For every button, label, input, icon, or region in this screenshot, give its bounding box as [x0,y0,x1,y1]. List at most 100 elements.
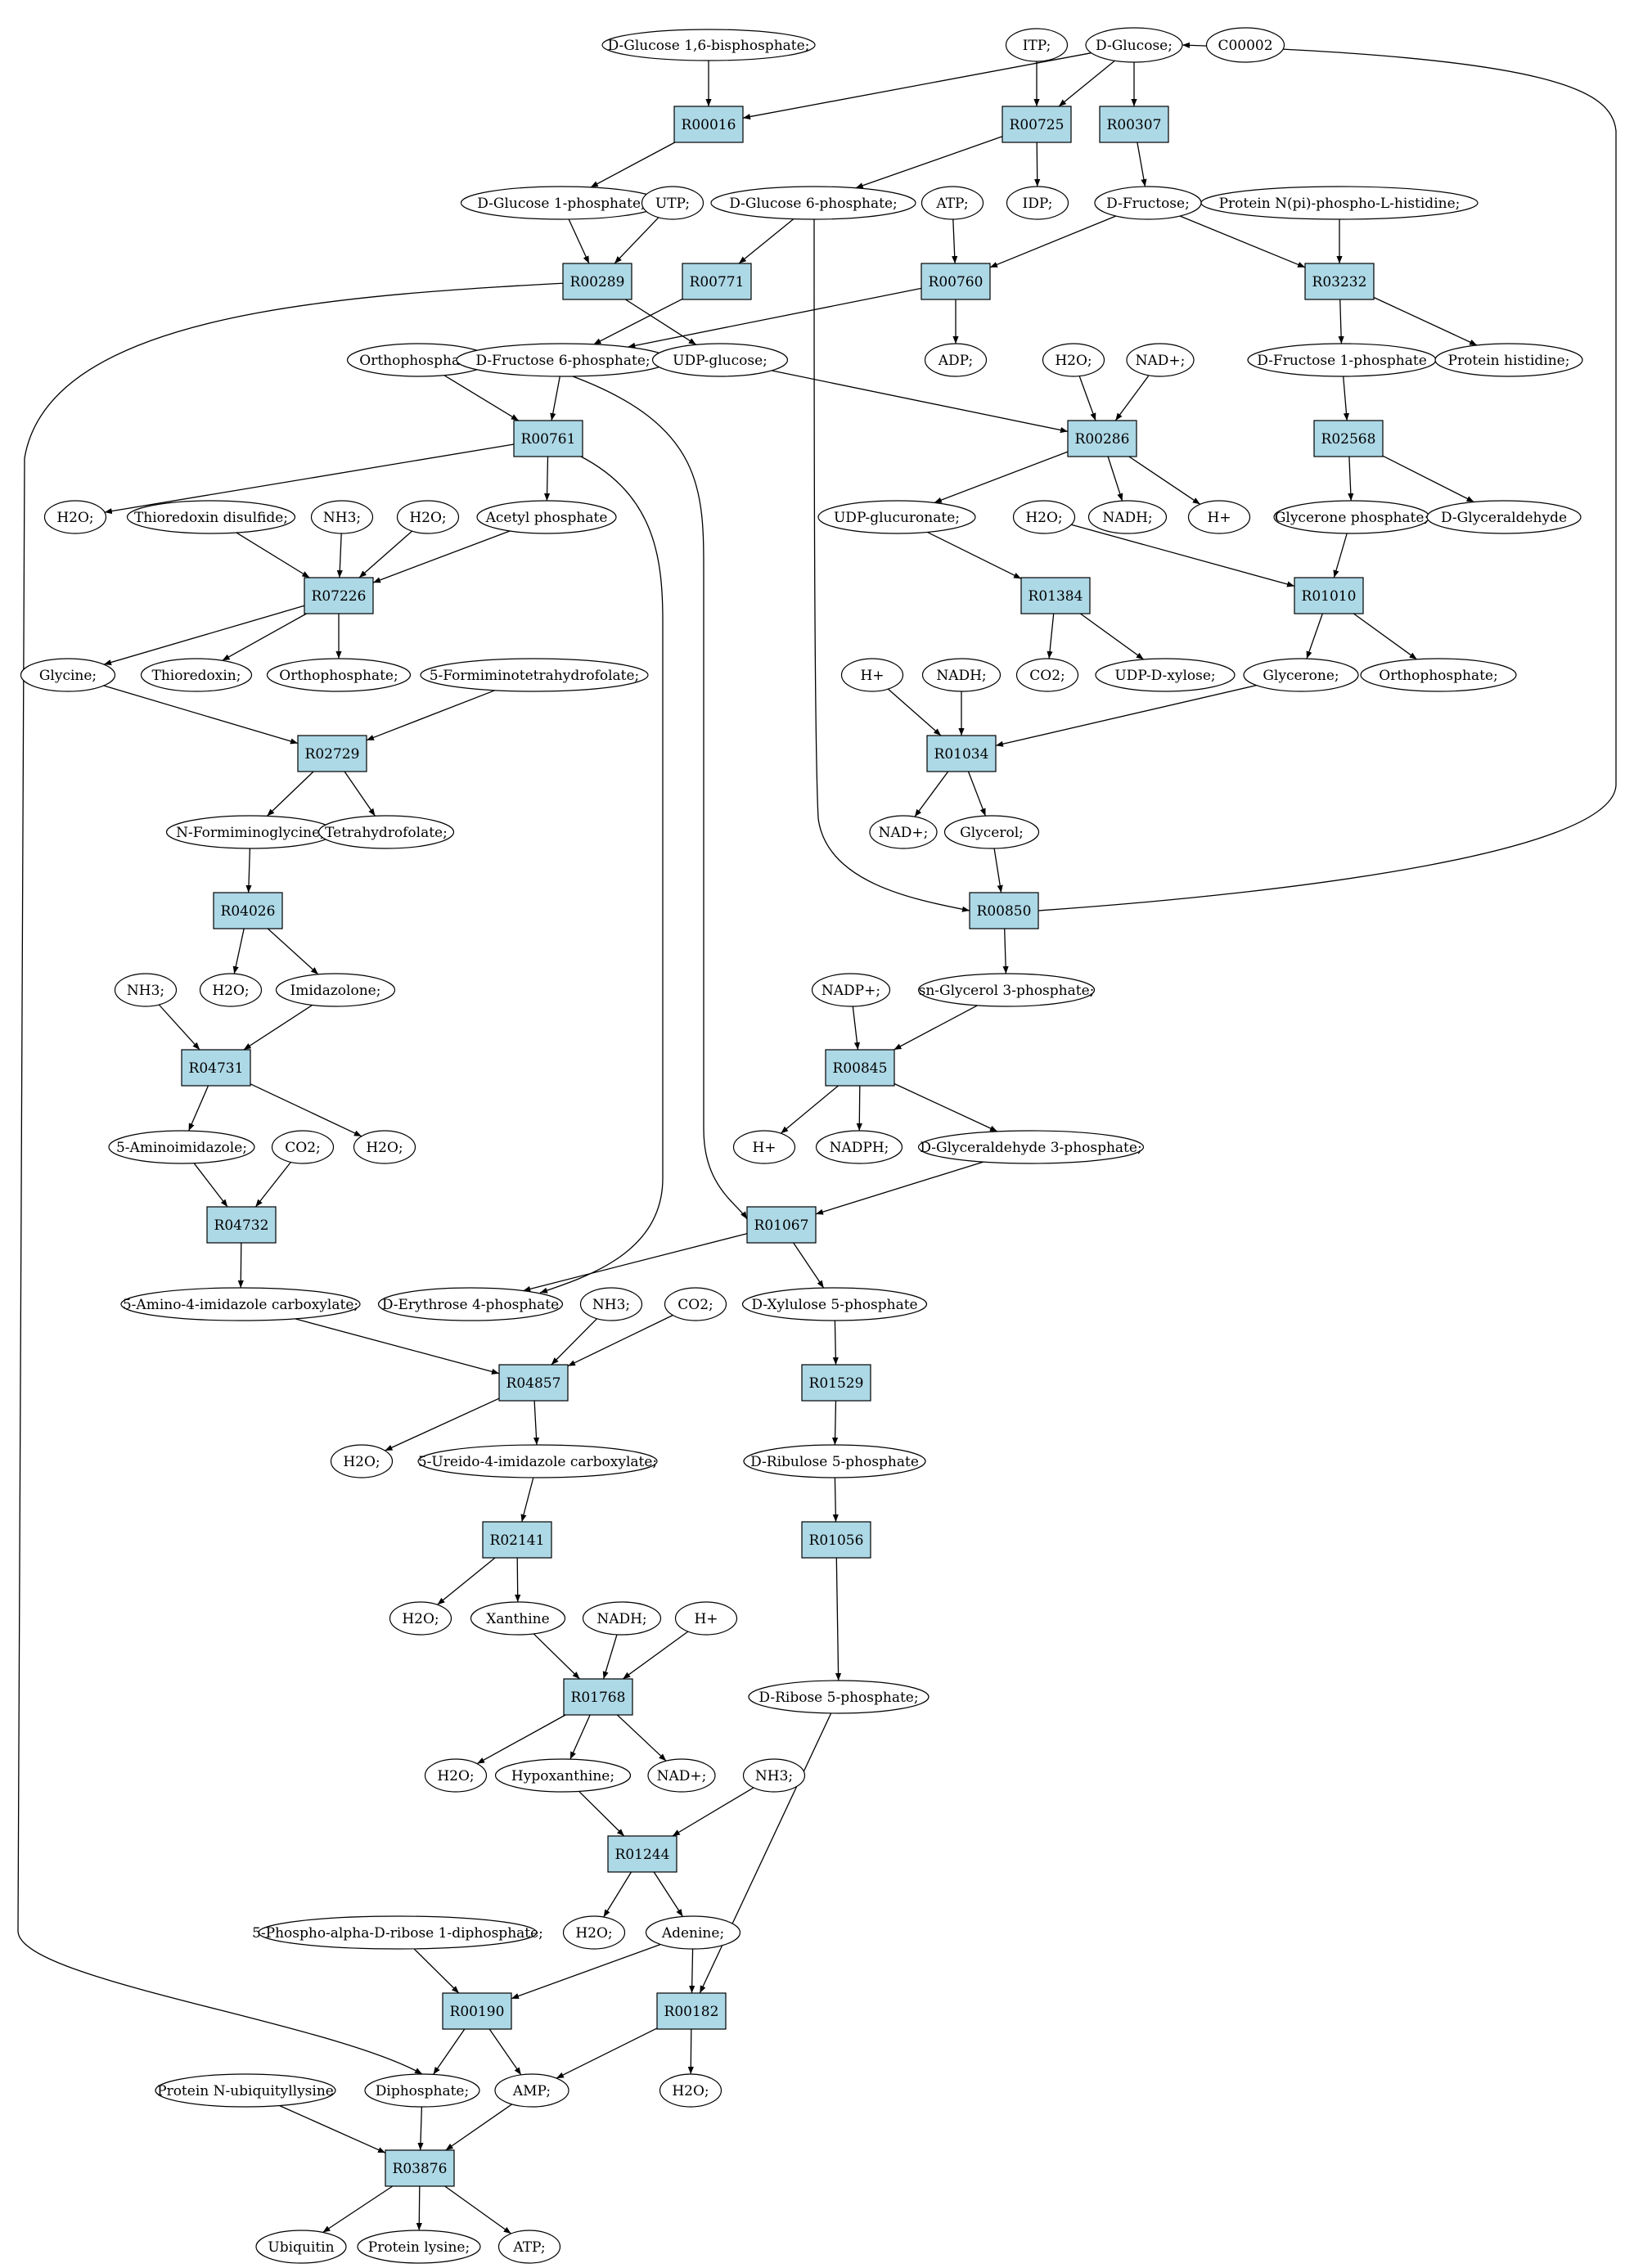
compound-node-c-h2o-g[interactable]: H2O; [330,1444,394,1478]
compound-node-c-h2o-a[interactable]: H2O; [1042,343,1105,377]
compound-node-c-thiods[interactable]: Thioredoxin disulfide; [126,500,296,534]
reaction-node-r-r00016[interactable]: R00016 [673,106,744,143]
reaction-node-r-r07226[interactable]: R07226 [304,577,374,614]
compound-node-c-e4p[interactable]: D-Erythrose 4-phosphate [377,1287,564,1321]
compound-node-c-dglyald[interactable]: D-Glyceraldehyde [1426,500,1582,534]
compound-node-c-nadph[interactable]: NADPH; [815,1130,903,1164]
compound-node-c-nadh-a[interactable]: NADH; [1087,500,1168,534]
compound-node-c-hplus-d[interactable]: H+ [674,1601,738,1636]
reaction-node-r-r00850[interactable]: R00850 [969,892,1039,929]
compound-node-c-xanthine[interactable]: Xanthine [470,1601,566,1636]
compound-node-c-nh3-d[interactable]: NH3; [742,1758,806,1793]
compound-node-c-co2-a[interactable]: CO2; [1015,658,1079,692]
compound-node-c-hplus-c[interactable]: H+ [732,1130,796,1164]
compound-node-c-co2-b[interactable]: CO2; [271,1130,335,1164]
compound-node-c-udpglcur[interactable]: UDP-glucuronate; [817,500,976,534]
compound-node-c-hplus-b[interactable]: H+ [840,658,904,692]
compound-node-c-protnub[interactable]: Protein N-ubiquityllysine [155,2073,336,2108]
compound-node-c-hypox[interactable]: Hypoxanthine; [494,1758,632,1793]
compound-node-c-atp2[interactable]: ATP; [497,2230,561,2264]
reaction-node-r-r03876[interactable]: R03876 [385,2149,455,2187]
compound-node-c-5ai[interactable]: 5-Aminoimidazole; [108,1130,255,1164]
reaction-node-r-r01056[interactable]: R01056 [801,1521,871,1559]
compound-node-c-glycerol[interactable]: Glycerol; [943,815,1040,849]
reaction-node-r-r00725[interactable]: R00725 [1002,106,1072,143]
compound-node-c-h2o-b[interactable]: H2O; [43,500,107,534]
compound-node-c-5fthf[interactable]: 5-Formiminotetrahydrofolate; [420,658,649,692]
compound-node-c-acetylp[interactable]: Acetyl phosphate [476,500,617,534]
compound-node-c-prpp[interactable]: 5-Phospho-alpha-D-ribose 1-diphosphate; [252,1915,543,1950]
compound-node-c-c00002[interactable]: C00002 [1205,27,1285,63]
compound-node-c-nh3-a[interactable]: NH3; [310,500,374,534]
compound-node-c-udpxyl[interactable]: UDP-D-xylose; [1095,658,1236,692]
reaction-node-r-r01034[interactable]: R01034 [926,735,997,772]
compound-node-c-thf[interactable]: Tetrahydrofolate; [317,815,455,849]
compound-node-c-h2o-j[interactable]: H2O; [562,1915,626,1950]
reaction-node-r-r01010[interactable]: R01010 [1294,577,1364,614]
compound-node-c-ru5p[interactable]: D-Ribulose 5-phosphate [743,1444,926,1478]
reaction-node-r-r00760[interactable]: R00760 [921,263,991,300]
compound-node-c-nh3-b[interactable]: NH3; [114,973,178,1007]
reaction-node-r-r04731[interactable]: R04731 [181,1049,251,1087]
compound-node-c-orthop1[interactable]: Orthophosphate; [346,343,492,377]
compound-node-c-atp1[interactable]: ATP; [921,186,984,220]
reaction-node-r-r01529[interactable]: R01529 [801,1364,871,1402]
reaction-node-r-r02141[interactable]: R02141 [482,1521,552,1559]
compound-node-c-f6p[interactable]: D-Fructose 6-phosphate; [456,343,670,377]
compound-node-c-g1p[interactable]: D-Glucose 1-phosphate; [460,186,663,220]
compound-node-c-protnpi[interactable]: Protein N(pi)-phospho-L-histidine; [1200,186,1479,220]
compound-node-c-h2o-d[interactable]: H2O; [1012,500,1076,534]
compound-node-c-imidazolone[interactable]: Imidazolone; [275,973,396,1007]
compound-node-c-idp[interactable]: IDP; [1006,186,1069,220]
compound-node-c-fructose[interactable]: D-Fructose; [1094,186,1202,220]
reaction-node-r-r00182[interactable]: R00182 [656,1992,727,2030]
reaction-node-r-r02568[interactable]: R02568 [1313,420,1384,457]
reaction-node-r-r00190[interactable]: R00190 [442,1992,512,2030]
compound-node-c-udpglc[interactable]: UDP-glucose; [651,343,789,377]
compound-node-c-protlys[interactable]: Protein lysine; [357,2230,481,2264]
compound-node-c-diphos[interactable]: Diphosphate; [364,2073,480,2108]
compound-node-c-nformgly[interactable]: N-Formiminoglycine; [165,815,335,849]
reaction-node-r-r01768[interactable]: R01768 [563,1678,633,1716]
compound-node-c-h2o-e[interactable]: H2O; [199,973,263,1007]
compound-node-c-5a4ic[interactable]: 5-Amino-4-imidazole carboxylate; [120,1287,361,1321]
compound-node-c-co2-c[interactable]: CO2; [664,1287,727,1321]
compound-node-c-glucose[interactable]: D-Glucose; [1085,27,1183,63]
compound-node-c-adenine[interactable]: Adenine; [645,1915,741,1950]
compound-node-c-glycine[interactable]: Glycine; [20,658,116,692]
compound-node-c-glycerone[interactable]: Glycerone; [1243,658,1359,692]
reaction-node-r-r00289[interactable]: R00289 [562,263,632,300]
compound-node-c-nadp-c[interactable]: NAD+; [647,1758,716,1793]
compound-node-c-orthop3[interactable]: Orthophosphate; [1360,658,1517,692]
reaction-node-r-r01067[interactable]: R01067 [746,1206,817,1244]
compound-node-c-amp[interactable]: AMP; [494,2073,569,2108]
compound-node-c-hplus-a[interactable]: H+ [1187,500,1251,534]
reaction-node-r-r00771[interactable]: R00771 [682,263,752,300]
reaction-node-r-r00845[interactable]: R00845 [825,1049,895,1087]
compound-node-c-prothis[interactable]: Protein histidine; [1434,343,1583,377]
compound-node-c-f1p[interactable]: D-Fructose 1-phosphate [1247,343,1437,377]
compound-node-c-nadp-a[interactable]: NAD+; [1126,343,1195,377]
compound-node-c-5u4ic[interactable]: 5-Ureido-4-imidazole carboxylate; [417,1444,658,1478]
reaction-node-r-r04857[interactable]: R04857 [498,1364,569,1402]
compound-node-c-ubiquitin[interactable]: Ubiquitin [255,2230,347,2264]
compound-node-c-ga3p[interactable]: D-Glyceraldehyde 3-phosphate; [917,1130,1145,1164]
compound-node-c-g16bp[interactable]: D-Glucose 1,6-bisphosphate; [601,29,816,61]
reaction-node-r-r01384[interactable]: R01384 [1020,577,1091,614]
compound-node-c-nadh-b[interactable]: NADH; [921,658,1002,692]
compound-node-c-glyceronep[interactable]: Glycerone phosphate; [1273,500,1430,534]
reaction-node-r-r00761[interactable]: R00761 [513,420,583,457]
compound-node-c-x5p[interactable]: D-Xylulose 5-phosphate [741,1287,928,1321]
compound-node-c-nadp-b[interactable]: NAD+; [869,815,938,849]
compound-node-c-g6p[interactable]: D-Glucose 6-phosphate; [710,186,916,220]
reaction-node-r-r01244[interactable]: R01244 [607,1835,677,1873]
reaction-node-r-r02729[interactable]: R02729 [297,735,367,772]
compound-node-c-nh3-c[interactable]: NH3; [579,1287,643,1321]
compound-node-c-nadh-c[interactable]: NADH; [582,1601,662,1636]
compound-node-c-h2o-f[interactable]: H2O; [353,1130,416,1164]
compound-node-c-utp[interactable]: UTP; [641,186,704,220]
reaction-node-r-r00286[interactable]: R00286 [1067,420,1137,457]
compound-node-c-itp[interactable]: ITP; [1005,28,1069,62]
compound-node-c-thioredoxin[interactable]: Thioredoxin; [140,658,253,692]
reaction-node-r-r00307[interactable]: R00307 [1099,106,1169,143]
